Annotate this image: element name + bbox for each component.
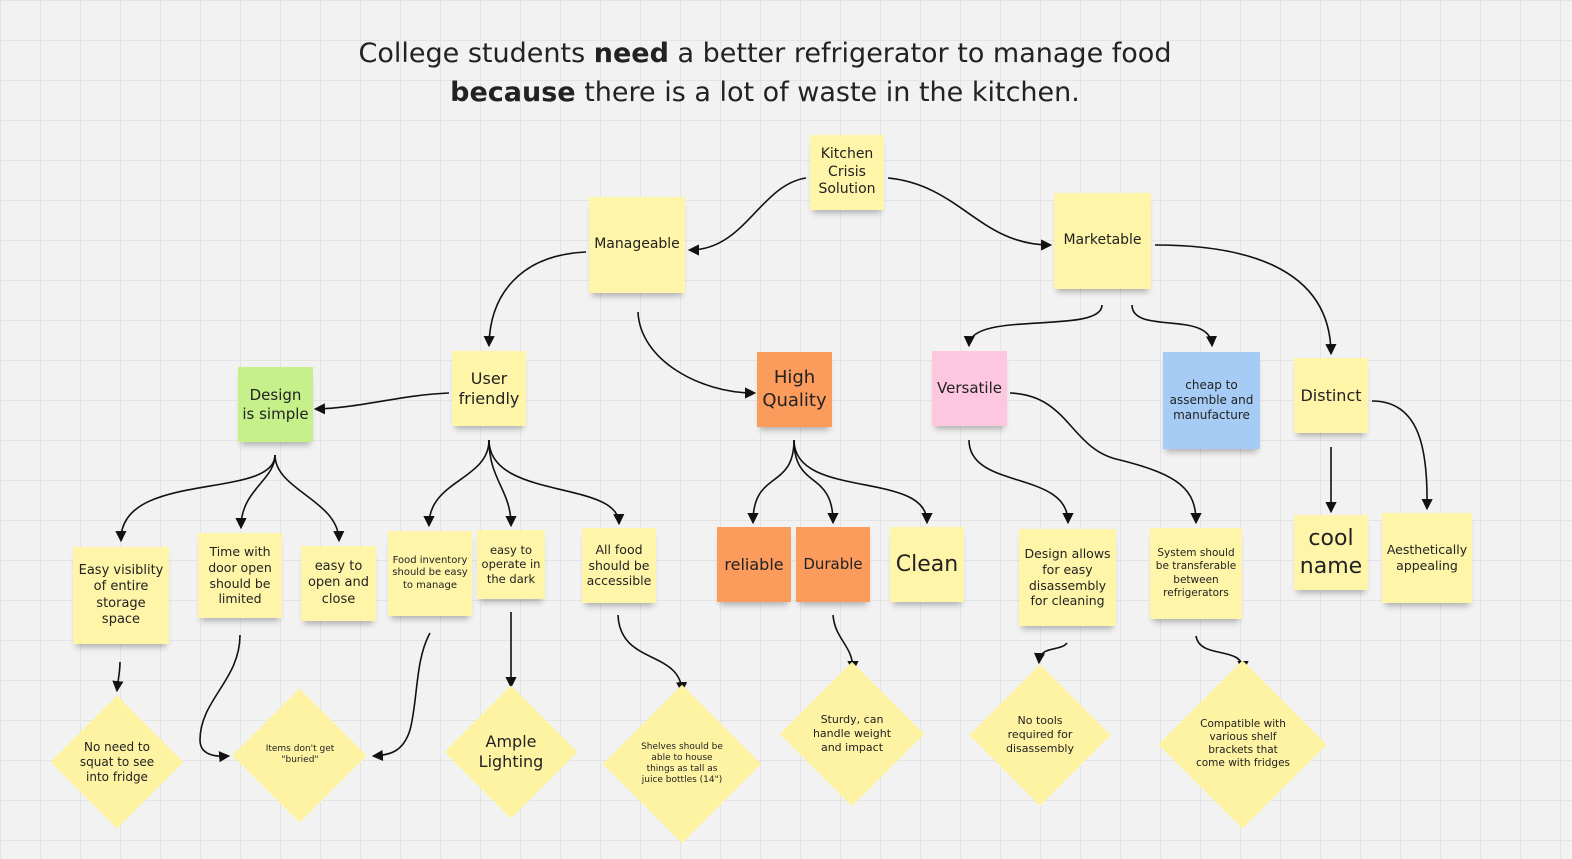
arrow-designsimple-easyopen xyxy=(274,454,345,543)
note-easy-visibility[interactable]: Easy visiblity of entire storage space xyxy=(73,547,169,644)
arrow-root-marketable xyxy=(887,177,1053,251)
arrow-userfriendly-designsimple xyxy=(313,392,450,415)
note-clean[interactable]: Clean xyxy=(890,527,964,602)
note-cheap-to-assemble[interactable]: cheap to assemble and manufacture xyxy=(1163,352,1260,449)
arrow-marketable-distinct xyxy=(1154,244,1337,356)
diamond-no-tools[interactable]: No tools required for disassembly xyxy=(1005,714,1074,755)
note-distinct[interactable]: Distinct xyxy=(1294,358,1368,433)
arrow-marketable-cheap xyxy=(1131,304,1218,348)
arrow-system-compatible xyxy=(1195,635,1249,673)
note-high-quality[interactable]: High Quality xyxy=(757,352,832,427)
arrow-marketable-versatile xyxy=(963,304,1103,348)
diamond-shelves-tall[interactable]: Shelves should be able to house things a… xyxy=(641,741,723,786)
arrow-durable-sturdy xyxy=(832,614,859,673)
arrow-designsimple-visibility xyxy=(115,454,276,543)
note-aesthetically-appealing[interactable]: Aesthetically appealing xyxy=(1382,513,1472,603)
note-cool-name[interactable]: cool name xyxy=(1294,515,1368,590)
diamond-no-squat[interactable]: No need to squat to see into fridge xyxy=(79,739,155,784)
arrow-designallows-notools xyxy=(1033,642,1068,665)
note-easy-open-close[interactable]: easy to open and close xyxy=(301,546,376,621)
arrow-designsimple-door xyxy=(235,454,276,530)
arrow-highquality-reliable xyxy=(747,439,795,525)
arrow-versatile-designallows xyxy=(968,439,1074,525)
note-design-is-simple[interactable]: Design is simple xyxy=(238,367,313,442)
note-all-food-accessible[interactable]: All food should be accessible xyxy=(582,528,656,603)
note-user-friendly[interactable]: User friendly xyxy=(452,351,526,426)
note-food-inventory[interactable]: Food inventory should be easy to manage xyxy=(388,531,472,616)
arrow-versatile-system xyxy=(1009,392,1202,525)
note-manageable[interactable]: Manageable xyxy=(589,197,685,293)
note-kitchen-crisis-solution[interactable]: Kitchen Crisis Solution xyxy=(810,135,884,210)
note-design-allows-disassembly[interactable]: Design allows for easy disassembly for c… xyxy=(1019,529,1116,626)
arrow-manageable-highquality xyxy=(637,311,757,399)
arrow-root-manageable xyxy=(687,177,807,256)
note-marketable[interactable]: Marketable xyxy=(1054,193,1151,289)
note-versatile[interactable]: Versatile xyxy=(932,351,1007,426)
arrow-inventory-notburied xyxy=(371,632,431,762)
note-easy-operate-dark[interactable]: easy to operate in the dark xyxy=(477,530,545,599)
note-reliable[interactable]: reliable xyxy=(717,527,791,602)
problem-statement-line-2: because there is a lot of waste in the k… xyxy=(450,77,1080,108)
diamond-compatible[interactable]: Compatible with various shelf brackets t… xyxy=(1195,717,1291,770)
note-system-transferable[interactable]: System should be transferable between re… xyxy=(1150,528,1242,619)
arrow-door-notburied xyxy=(199,634,241,763)
problem-statement-line-1: College students need a better refrigera… xyxy=(358,38,1172,69)
arrow-userfriendly-allfood xyxy=(488,439,625,526)
arrow-allfood-shelves xyxy=(617,614,688,694)
note-durable[interactable]: Durable xyxy=(796,527,870,602)
diamond-sturdy[interactable]: Sturdy, can handle weight and impact xyxy=(812,713,892,754)
diamond-not-buried[interactable]: Items don't get "buried" xyxy=(265,743,335,765)
arrow-manageable-userfriendly xyxy=(483,251,587,348)
arrow-userfriendly-operate xyxy=(488,439,517,528)
problem-statement: College students need a better refrigera… xyxy=(300,34,1230,112)
arrow-userfriendly-inventory xyxy=(423,439,490,528)
diamond-ample-lighting[interactable]: Ample Lighting xyxy=(478,732,544,771)
note-door-open-limited[interactable]: Time with door open should be limited xyxy=(198,533,282,618)
arrow-highquality-clean xyxy=(793,439,933,525)
arrow-visibility-nosquat xyxy=(112,661,124,693)
arrow-distinct-aesthetic xyxy=(1371,400,1433,511)
arrow-highquality-durable xyxy=(793,439,839,525)
